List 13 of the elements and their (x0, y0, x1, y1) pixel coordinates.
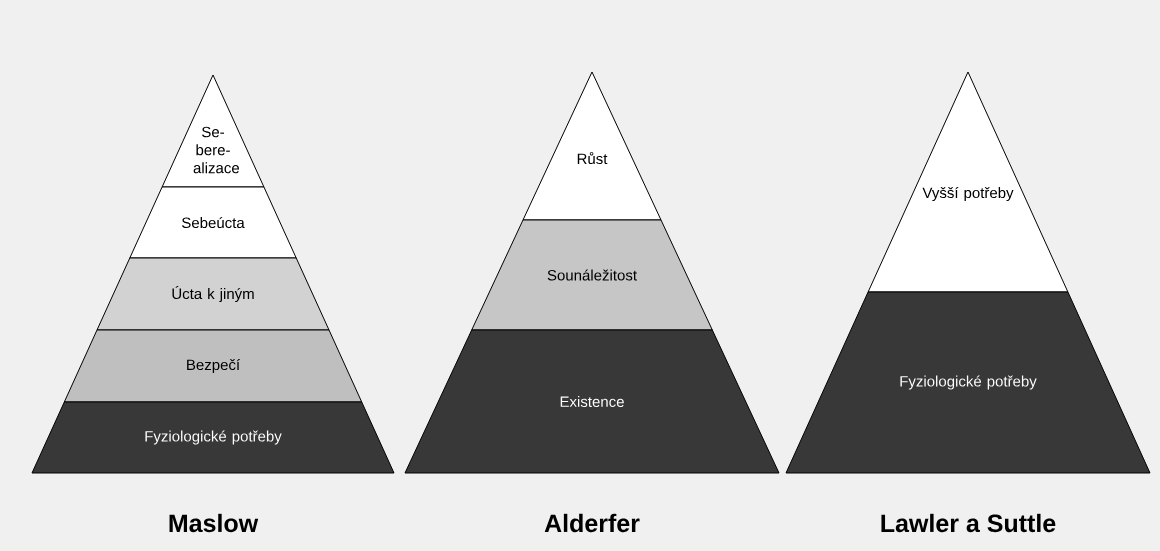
pyramid-tier: Bezpečí (63, 329, 363, 403)
pyramid-tier: Úcta k jiným (96, 257, 330, 331)
pyramid-title: Alderfer (544, 513, 640, 533)
pyramid-tier: Fyziologické potřeby (785, 291, 1151, 474)
pyramid-tier: Sounáležitost (471, 219, 713, 331)
pyramid-tier: Sebeúcta (129, 186, 297, 259)
pyramid-title: Lawler a Suttle (881, 513, 1056, 533)
pyramid-tier: Vyšší potřeby (867, 71, 1069, 293)
pyramid-tier: Růst (522, 71, 662, 221)
pyramid-tier: Existence (404, 329, 780, 474)
pyramid-tier: Se- bere- alizace (161, 74, 265, 188)
pyramid-title: Maslow (169, 513, 259, 533)
pyramid-tier: Fyziologické potřeby (31, 401, 395, 474)
